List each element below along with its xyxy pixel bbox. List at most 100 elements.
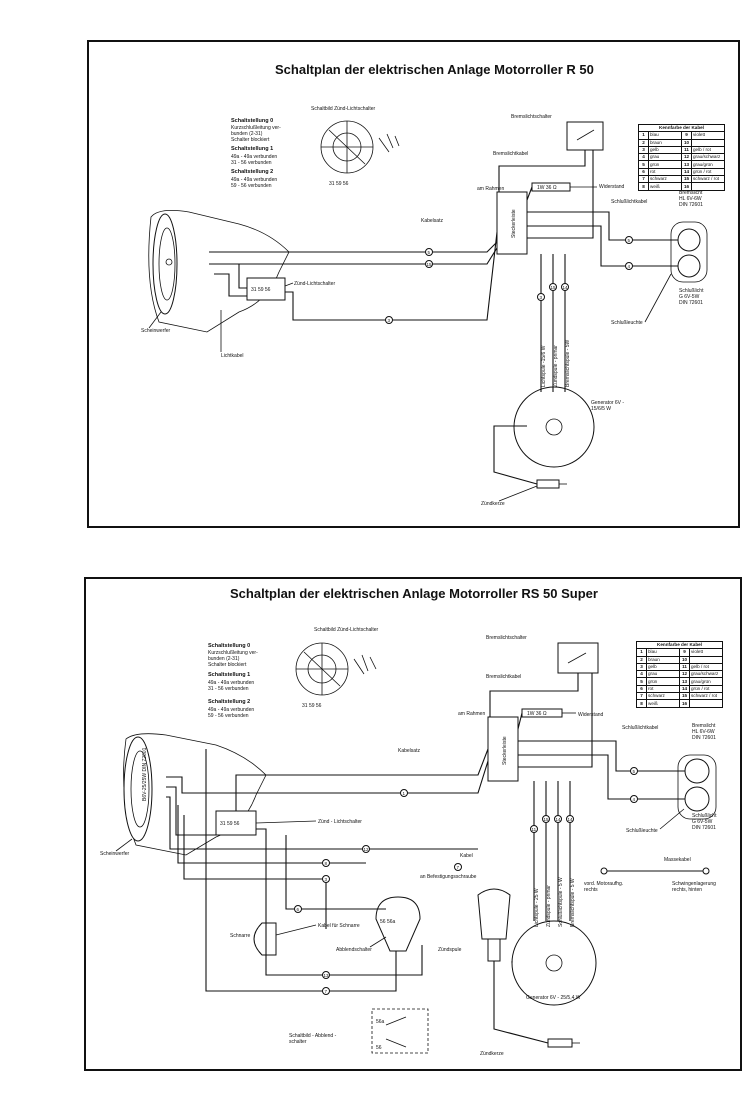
svg-text:Lichtspule - 25 W: Lichtspule - 25 W (534, 888, 540, 927)
svg-text:Bremslichtschalter: Bremslichtschalter (511, 114, 552, 120)
svg-text:3: 3 (540, 295, 543, 300)
svg-text:Schlußlichtkabel: Schlußlichtkabel (622, 725, 658, 731)
svg-text:rechts: rechts (584, 887, 598, 893)
svg-text:1W 36 Ω: 1W 36 Ω (537, 185, 557, 191)
svg-text:Zündspule - primär: Zündspule - primär (553, 345, 559, 387)
svg-text:8: 8 (325, 861, 328, 866)
svg-text:B6V-25/25W DIN 72601: B6V-25/25W DIN 72601 (142, 747, 148, 801)
svg-text:Schnarre: Schnarre (230, 933, 251, 939)
svg-text:14: 14 (563, 285, 569, 290)
svg-text:49a - 49a verbunden: 49a - 49a verbunden (231, 177, 277, 183)
svg-text:31 59 56: 31 59 56 (329, 181, 349, 187)
svg-text:Widerstand: Widerstand (599, 184, 625, 190)
svg-text:Scheinwerfer: Scheinwerfer (100, 851, 130, 857)
svg-text:bunden (2-31): bunden (2-31) (231, 131, 263, 137)
svg-text:an Befestigungsschraube: an Befestigungsschraube (420, 874, 477, 880)
svg-text:G 6V-5W: G 6V-5W (692, 819, 713, 825)
svg-text:Schlußlicht: Schlußlicht (692, 813, 717, 819)
ignition-switch: 31 59 56 Zünd-Lichtschalter (246, 277, 335, 301)
svg-text:schalter: schalter (289, 1039, 307, 1045)
svg-text:Kurzschlußleitung ver-: Kurzschlußleitung ver- (208, 650, 258, 656)
svg-text:49a - 49a verbunden: 49a - 49a verbunden (231, 154, 277, 160)
svg-text:59 - 56 verbunden: 59 - 56 verbunden (208, 713, 249, 719)
switch-diagram: Schaltbild Zünd-Lichtschalter 31 59 56 (311, 106, 400, 187)
svg-text:14: 14 (556, 817, 562, 822)
svg-text:15: 15 (427, 262, 433, 267)
svg-text:Schlußleuchte: Schlußleuchte (626, 828, 658, 834)
svg-text:Bremslichtkabel: Bremslichtkabel (486, 674, 521, 680)
svg-text:Kurzschlußleitung ver-: Kurzschlußleitung ver- (231, 125, 281, 131)
svg-text:Bremslichtkabel: Bremslichtkabel (493, 151, 528, 157)
svg-text:vord. Motoraufhg.: vord. Motoraufhg. (584, 881, 623, 887)
svg-text:Zünd - Lichtschalter: Zünd - Lichtschalter (318, 819, 362, 825)
svg-text:Scheinwerfer: Scheinwerfer (141, 328, 171, 334)
svg-text:Bremslichtspule - 5W: Bremslichtspule - 5W (565, 339, 571, 387)
svg-text:3: 3 (325, 877, 328, 882)
svg-text:Schaltbild - Abblend -: Schaltbild - Abblend - (289, 1033, 337, 1039)
svg-text:4: 4 (633, 797, 636, 802)
svg-text:56a: 56a (376, 1019, 385, 1025)
svg-text:Schalter blockiert: Schalter blockiert (208, 662, 247, 668)
svg-text:Zündspule: Zündspule (438, 947, 462, 953)
svg-text:31 - 56 verbunden: 31 - 56 verbunden (231, 160, 272, 166)
svg-text:Bremslichtschalter: Bremslichtschalter (486, 635, 527, 641)
svg-text:Kabelsatz: Kabelsatz (421, 218, 443, 224)
brake-switch: Bremslichtschalter Bremslichtkabel (486, 635, 599, 680)
svg-text:49a - 49a verbunden: 49a - 49a verbunden (208, 707, 254, 713)
svg-text:11: 11 (532, 827, 537, 832)
svg-text:am Rahmen: am Rahmen (477, 186, 504, 192)
svg-text:3: 3 (388, 318, 391, 323)
terminal-strip: Steckerleiste am Rahmen 1W 36 Ω Widersta… (421, 182, 625, 255)
svg-text:Bremslichtspule - 5 W: Bremslichtspule - 5 W (570, 878, 576, 927)
svg-text:31 59 56: 31 59 56 (220, 821, 240, 827)
svg-text:Zündkerze: Zündkerze (480, 1051, 504, 1057)
wires (166, 673, 685, 1044)
wire-numbers: 5 15 3 5 4 3 15 14 (385, 236, 633, 324)
svg-text:Kabel für Schnarre: Kabel für Schnarre (318, 923, 360, 929)
svg-text:Widerstand: Widerstand (578, 712, 604, 718)
svg-text:7: 7 (457, 865, 460, 870)
svg-text:DIN 72601: DIN 72601 (679, 202, 703, 208)
svg-text:DIN 72601: DIN 72601 (692, 825, 716, 831)
wiring-diagram-r50: Schaltplan der elektrischen Anlage Motor… (87, 40, 740, 528)
svg-text:31 - 56 verbunden: 31 - 56 verbunden (208, 686, 249, 692)
svg-text:Lichtspule -15/6 W: Lichtspule -15/6 W (541, 345, 547, 387)
tail-lamp: Bremslicht HL 6V-6W DIN 72601 Schlußlich… (611, 190, 708, 326)
svg-text:56: 56 (376, 1045, 382, 1051)
svg-text:Schaltbild Zünd-Lichtschalter: Schaltbild Zünd-Lichtschalter (314, 627, 379, 633)
svg-text:Schaltbild Zünd-Lichtschalter: Schaltbild Zünd-Lichtschalter (311, 106, 376, 112)
brake-switch: Bremslichtschalter Bremslichtkabel (493, 114, 604, 157)
spark-plug: Zündkerze (481, 479, 567, 507)
svg-text:59 - 56 verbunden: 59 - 56 verbunden (231, 183, 272, 189)
svg-text:Bremslicht: Bremslicht (692, 723, 716, 729)
svg-text:Massekabel: Massekabel (664, 857, 691, 863)
svg-text:15/6/5 W: 15/6/5 W (591, 406, 611, 412)
svg-text:Schaltstellung 1: Schaltstellung 1 (208, 672, 250, 678)
svg-text:Schaltstellung 2: Schaltstellung 2 (208, 699, 250, 705)
svg-text:rechts, hinten: rechts, hinten (672, 887, 702, 893)
spark-plug: Zündkerze (480, 1038, 580, 1057)
headlight: Scheinwerfer Lichtkabel (141, 209, 290, 359)
svg-text:56 56a: 56 56a (380, 919, 396, 925)
svg-text:HL 6V-6W: HL 6V-6W (692, 729, 715, 735)
svg-text:Zündspule - primär: Zündspule - primär (546, 885, 552, 927)
svg-text:5: 5 (633, 769, 636, 774)
diagram-title: Schaltplan der elektrischen Anlage Motor… (230, 586, 598, 601)
wiring-drawing-rs50: Schaltstellung 0 Kurzschlußleitung ver- … (100, 627, 717, 1057)
svg-text:5: 5 (428, 250, 431, 255)
horn: Schnarre Kabel für Schnarre (230, 922, 360, 956)
svg-text:13: 13 (324, 973, 330, 978)
svg-text:5: 5 (628, 238, 631, 243)
svg-text:Kabel: Kabel (460, 853, 473, 859)
svg-text:4: 4 (628, 264, 631, 269)
wires (209, 150, 678, 485)
svg-text:Schaltstellung 2: Schaltstellung 2 (231, 169, 273, 175)
svg-text:HL 6V-6W: HL 6V-6W (679, 196, 702, 202)
wire-numbers: 1 12 8 3 6 13 7 5 4 11 15 14 14 (294, 767, 638, 995)
svg-text:Schlußlicht: Schlußlicht (679, 288, 704, 294)
svg-text:Schaltstellung 0: Schaltstellung 0 (208, 643, 250, 649)
svg-text:Abblendschalter: Abblendschalter (336, 947, 372, 953)
svg-text:Schaltstellung 1: Schaltstellung 1 (231, 146, 273, 152)
tail-lamp: Bremslicht HL 6V-6W DIN 72601 Schlußlich… (622, 723, 717, 834)
